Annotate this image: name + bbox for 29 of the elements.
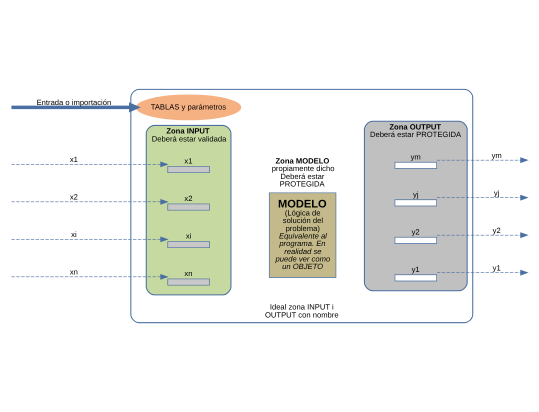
node-label: y1 [412,264,420,274]
node-label: y2 [412,227,420,236]
arrow [11,102,141,112]
arrow [436,157,529,164]
node-label: xn [184,269,192,278]
node-label: x1 [184,156,192,166]
node-label: ym [410,152,421,162]
arrow [436,194,529,201]
arrow [11,161,169,168]
node-label: xi [186,232,192,240]
arrow [436,232,529,238]
edge-label: y1 [492,263,501,272]
edge-label: xi [71,230,77,240]
node-label: yj [413,190,419,199]
edge-label: x1 [70,155,78,164]
arrow [11,274,169,280]
node-label: Zona MODELO [276,156,330,166]
node-label: x2 [184,194,192,203]
arrow [436,270,529,276]
node-label: propiamente dicho Deberá estar PROTEGIDA [272,164,334,188]
edge-label: xn [70,268,78,277]
node-ellipse: TABLAS y parámetros [136,94,242,120]
edge-label: ym [492,150,502,160]
edge-label: y2 [492,226,501,235]
edge-label: yj [494,188,500,198]
arrow [11,198,169,205]
arrow [11,236,169,242]
edge-label: x2 [70,192,78,202]
edge-label: Entrada o importación [36,98,112,108]
